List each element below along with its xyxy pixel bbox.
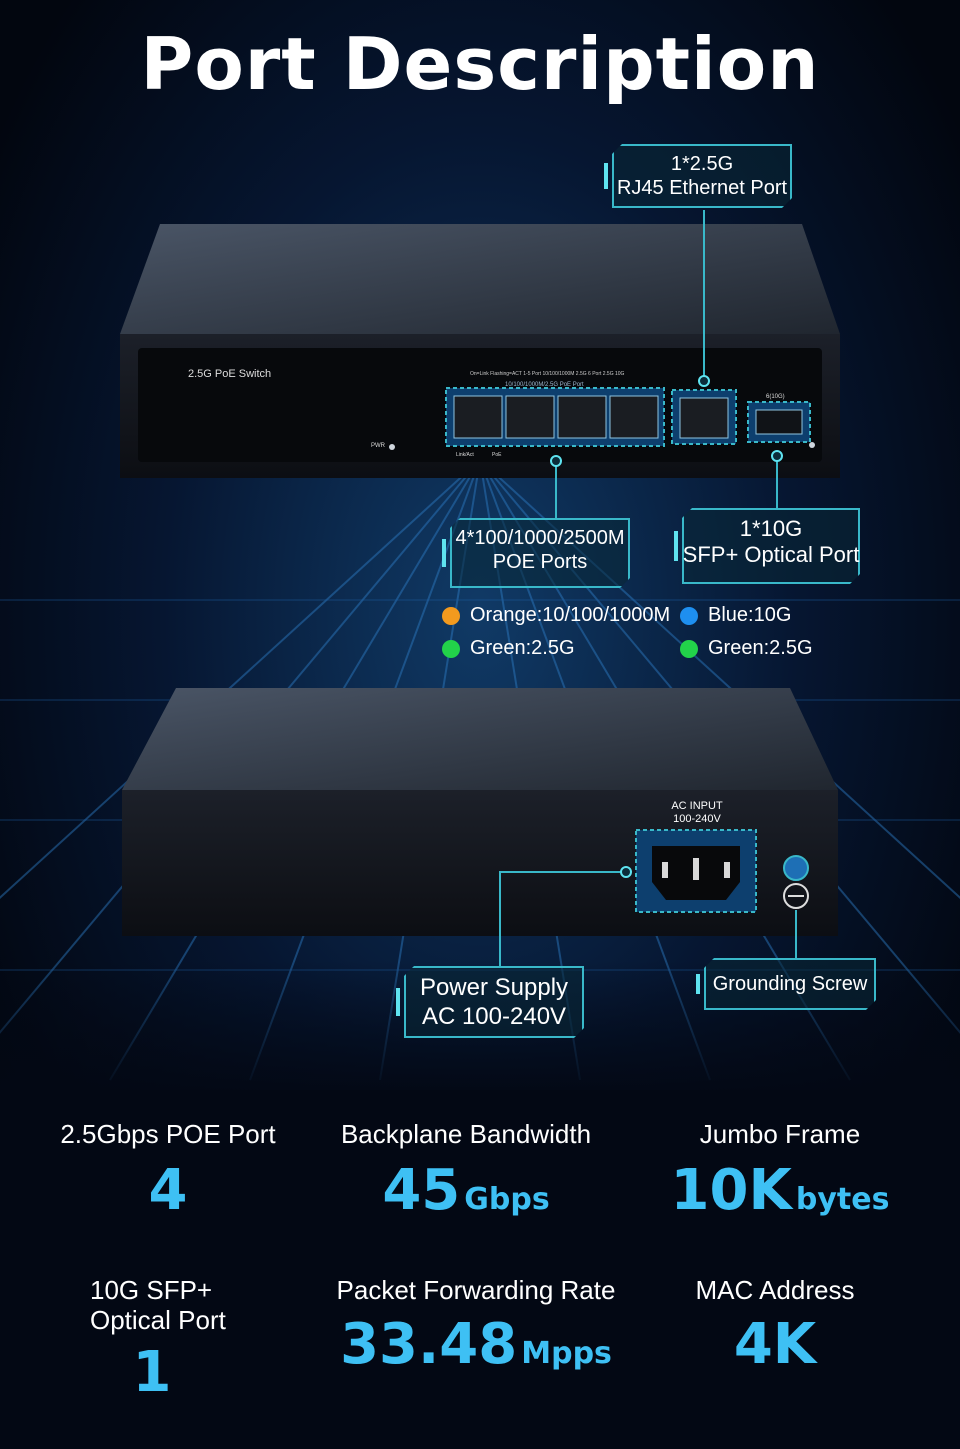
link-act-label: Link/Act (456, 452, 474, 458)
ac-input-label: AC INPUT (671, 800, 723, 812)
stat-value: 4 (148, 1158, 188, 1223)
legend-item: Green:2.5G (442, 637, 575, 660)
stat-label: MAC Address (695, 1275, 855, 1305)
green-dot-icon (442, 639, 460, 658)
poe-port-label: 10/100/1000M/2.5G PoE Port (505, 382, 584, 388)
poe-label: PoE (492, 452, 502, 458)
stat-value: 4K (733, 1312, 817, 1377)
led-legend-label: On=Link Flashing=ACT 1-5 Port 10/100/100… (470, 371, 625, 377)
green-dot-icon (680, 639, 698, 658)
orange-dot-icon (442, 606, 460, 625)
blue-dot-icon (680, 606, 698, 625)
pwr-label: PWR (371, 443, 385, 449)
stat-value: 1 (132, 1340, 172, 1405)
callout-grounding-screw: Grounding Screw (696, 958, 876, 1010)
sfp-port-label: 6(10G) (766, 394, 785, 400)
stat-label: 10G SFP+ Optical Port (90, 1275, 226, 1335)
ac-voltage-label: 100-240V (673, 813, 721, 825)
model-label: 2.5G PoE Switch (188, 368, 272, 380)
legend-item: Blue:10G (680, 604, 791, 627)
stat-label: Jumbo Frame (699, 1119, 861, 1149)
stat-label: 2.5Gbps POE Port (60, 1119, 276, 1149)
stat-label: Packet Forwarding Rate (336, 1275, 616, 1305)
stat-label: Backplane Bandwidth (340, 1119, 592, 1149)
legend-item: Green:2.5G (680, 637, 813, 660)
legend-item: Orange:10/100/1000M (442, 604, 670, 627)
page-title: Port Description (140, 22, 820, 106)
